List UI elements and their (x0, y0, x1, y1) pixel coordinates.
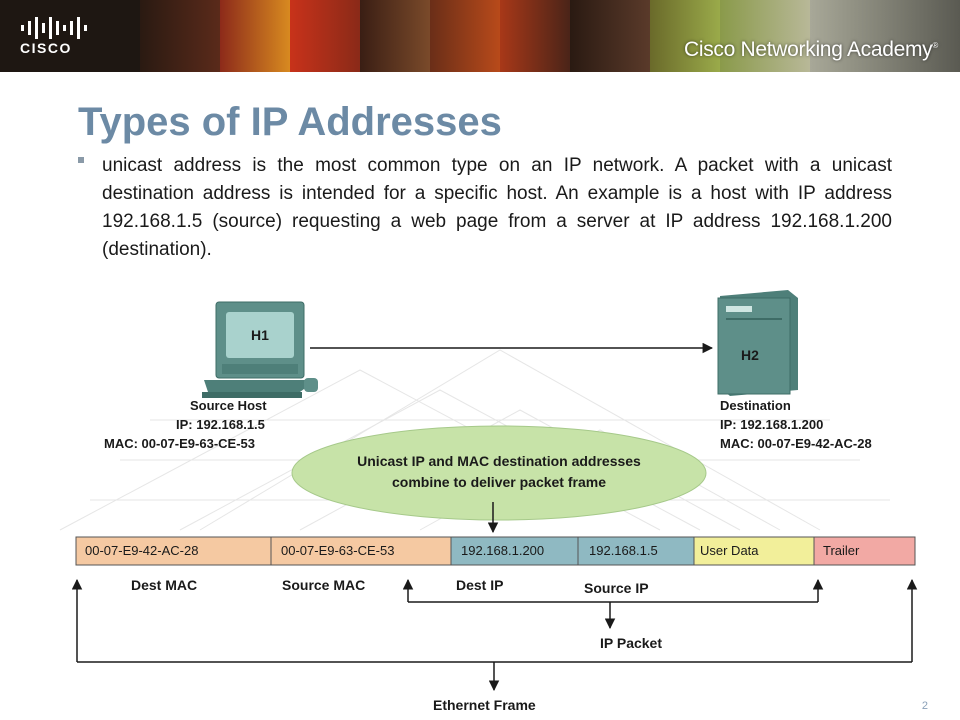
photo-tile (360, 0, 430, 72)
frame-dest-mac-value: 00-07-E9-42-AC-28 (85, 543, 198, 558)
photo-strip (140, 0, 960, 72)
page-number: 2 (921, 700, 928, 712)
destination-ip-label: IP: 192.168.1.200 (720, 417, 823, 432)
photo-tile (650, 0, 720, 72)
bullet-marker (78, 157, 84, 163)
destination-server-icon: H2 (717, 290, 798, 396)
bullet-item: unicast address is the most common type … (78, 152, 892, 264)
header-banner: CISCO Cisco Networking Academy® (0, 0, 960, 72)
destination-mac-label: MAC: 00-07-E9-42-AC-28 (720, 436, 872, 451)
source-host-label: Source Host (190, 398, 267, 413)
photo-tile (720, 0, 810, 72)
photo-tile (290, 0, 360, 72)
frame-segment (813, 536, 916, 566)
frame-user-data-value: User Data (700, 543, 759, 558)
cisco-logo: CISCO (20, 17, 87, 56)
svg-text:H2: H2 (741, 347, 759, 363)
frame-dest-ip-value: 192.168.1.200 (461, 543, 544, 558)
unicast-diagram: H1 H2 Source Host IP: 192.168.1.5 MAC: 0… (59, 290, 918, 713)
slide-title: Types of IP Addresses (78, 100, 502, 144)
svg-text:CISCO: CISCO (20, 40, 72, 56)
photo-tile (220, 0, 290, 72)
frame-trailer-value: Trailer (823, 543, 860, 558)
ethernet-frame-bar: 00-07-E9-42-AC-28 00-07-E9-63-CE-53 192.… (75, 536, 916, 566)
frame-segment (75, 536, 272, 566)
frame-segment (450, 536, 579, 566)
source-host-computer-icon: H1 (202, 301, 318, 398)
frame-segment (270, 536, 452, 566)
frame-segment (693, 536, 815, 566)
frame-source-mac-value: 00-07-E9-63-CE-53 (281, 543, 394, 558)
destination-label: Destination (720, 398, 791, 413)
frame-segment (577, 536, 695, 566)
photo-tile (570, 0, 650, 72)
photo-tile (500, 0, 570, 72)
dest-mac-label: Dest MAC (131, 577, 197, 593)
callout-line-2: combine to deliver packet frame (392, 474, 606, 490)
photo-tile (810, 0, 960, 72)
ip-packet-label: IP Packet (600, 635, 662, 651)
frame-source-ip-value: 192.168.1.5 (589, 543, 658, 558)
source-mac-label: MAC: 00-07-E9-63-CE-53 (104, 436, 255, 451)
source-ip-label: IP: 192.168.1.5 (176, 417, 265, 432)
photo-tile (430, 0, 500, 72)
ip-packet-bracket (402, 578, 824, 630)
source-ip-field-label: Source IP (584, 580, 649, 596)
bullet-text: unicast address is the most common type … (102, 155, 892, 260)
dest-ip-label: Dest IP (456, 577, 503, 593)
photo-tile (140, 0, 220, 72)
ethernet-frame-label: Ethernet Frame (433, 697, 536, 713)
callout-line-1: Unicast IP and MAC destination addresses (357, 453, 641, 469)
ethernet-frame-bracket (71, 578, 918, 692)
callout-ellipse (291, 425, 707, 521)
svg-text:H1: H1 (251, 327, 269, 343)
source-mac-field-label: Source MAC (282, 577, 365, 593)
brand-name: Cisco Networking Academy® (683, 38, 938, 61)
